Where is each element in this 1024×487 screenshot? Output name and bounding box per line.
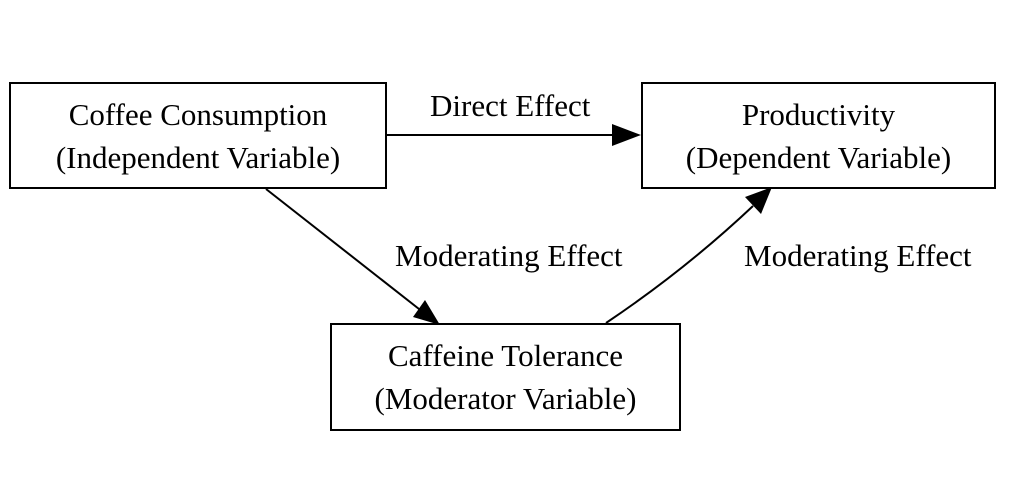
independent-variable-node: Coffee Consumption (Independent Variable… [9,82,387,189]
direct-effect-arrowhead [612,124,641,146]
independent-variable-title: Coffee Consumption [68,96,328,132]
moderator-to-dv-arrowhead [745,187,772,214]
dependent-variable-title: Productivity [741,96,896,132]
iv-to-moderator-label: Moderating Effect [395,238,623,273]
moderator-to-dv-label: Moderating Effect [744,238,972,273]
iv-to-moderator-arrowhead [413,300,440,325]
moderator-to-dv-arrow-line [605,205,754,324]
dependent-variable-role: (Dependent Variable) [685,139,952,175]
independent-variable-role: (Independent Variable) [55,139,341,175]
moderator-variable-node: Caffeine Tolerance (Moderator Variable) [330,323,681,431]
dependent-variable-node: Productivity (Dependent Variable) [641,82,996,189]
moderator-variable-role: (Moderator Variable) [374,381,637,416]
moderator-variable-title: Caffeine Tolerance [387,338,624,373]
direct-effect-label: Direct Effect [430,88,591,123]
iv-to-moderator-arrow-line [265,188,420,310]
